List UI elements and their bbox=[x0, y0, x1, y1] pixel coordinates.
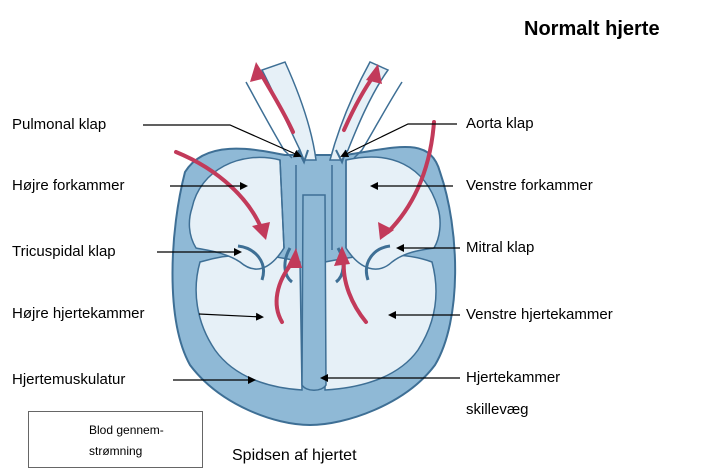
label-venstre-hjertekammer: Venstre hjertekammer bbox=[466, 306, 613, 324]
page-title: Normalt hjerte bbox=[524, 18, 660, 41]
label-mitral-klap: Mitral klap bbox=[466, 239, 534, 257]
legend-text: Blod gennem- strømning bbox=[89, 420, 164, 462]
label-aorta-klap: Aorta klap bbox=[466, 115, 534, 133]
label-pulmonal-klap: Pulmonal klap bbox=[12, 116, 106, 134]
label-hjertemuskulatur: Hjertemuskulatur bbox=[12, 371, 125, 389]
label-tricuspidal-klap: Tricuspidal klap bbox=[12, 243, 116, 261]
label-venstre-forkammer: Venstre forkammer bbox=[466, 177, 593, 195]
legend: Blod gennem- strømning bbox=[28, 411, 203, 468]
label-spidsen-af-hjertet: Spidsen af hjertet bbox=[232, 447, 357, 465]
label-skillevaeg: skillevæg bbox=[466, 401, 529, 419]
ventricular-septum bbox=[302, 195, 326, 390]
legend-line-2: strømning bbox=[89, 441, 164, 462]
pulmonary-artery bbox=[262, 62, 316, 160]
label-hjertekammer: Hjertekammer bbox=[466, 369, 560, 387]
legend-line-1: Blod gennem- bbox=[89, 420, 164, 441]
label-hojre-forkammer: Højre forkammer bbox=[12, 177, 125, 195]
label-hojre-hjertekammer: Højre hjertekammer bbox=[12, 305, 145, 323]
